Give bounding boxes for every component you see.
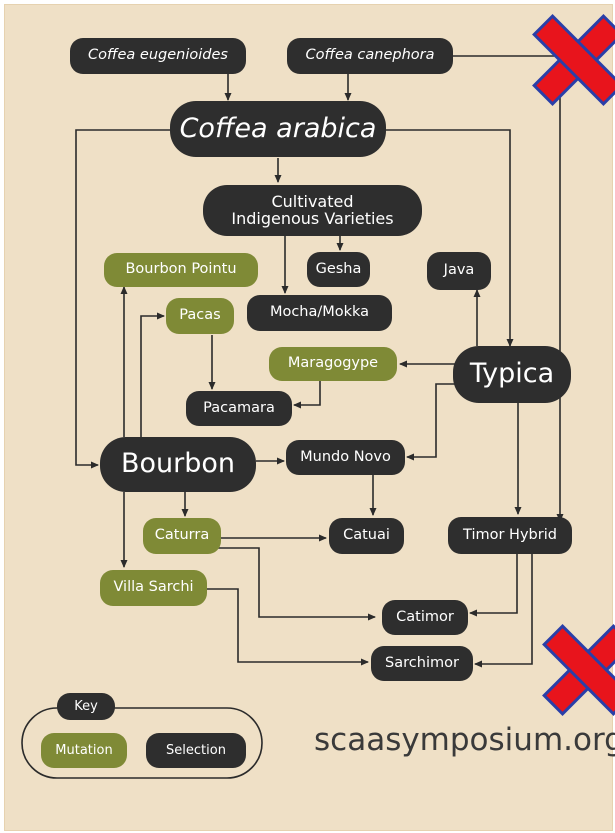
edge-typica-mundonovo xyxy=(406,383,455,461)
node-coffea-arabica: Coffea arabica xyxy=(170,101,386,157)
edge-arabica-typica xyxy=(386,129,514,347)
node-typica: Typica xyxy=(453,346,571,403)
edge-arabica-bourbon xyxy=(75,129,170,469)
node-bourbon-pointu: Bourbon Pointu xyxy=(104,253,258,287)
edge-maragogype-pacamara xyxy=(293,381,321,409)
node-pacamara: Pacamara xyxy=(186,391,292,426)
node-pacas: Pacas xyxy=(166,298,234,334)
edge-villasarchi-sarchimor xyxy=(206,588,369,666)
edge-timor-sarchimor xyxy=(474,554,533,668)
key-mutation: Mutation xyxy=(41,733,127,768)
edge-timor-catimor xyxy=(469,554,518,617)
x-mark-top xyxy=(532,14,615,106)
watermark: scaasymposium.org xyxy=(314,722,615,758)
node-catimor: Catimor xyxy=(382,600,468,635)
key-title: Key xyxy=(57,693,115,720)
node-cultivated-indigenous-varieties: Cultivated Indigenous Varieties xyxy=(203,185,422,236)
node-mocha-mokka: Mocha/Mokka xyxy=(247,295,392,331)
edge-bourbon-pacas xyxy=(140,312,165,437)
node-timor-hybrid: Timor Hybrid xyxy=(448,517,572,554)
edge-caturra-catimor xyxy=(218,547,376,621)
node-sarchimor: Sarchimor xyxy=(371,646,473,681)
node-villa-sarchi: Villa Sarchi xyxy=(100,570,207,606)
node-catuai: Catuai xyxy=(329,518,404,554)
node-mundo-novo: Mundo Novo xyxy=(286,440,405,475)
node-caturra: Caturra xyxy=(143,518,221,554)
node-coffea-eugenioides: Coffea eugenioides xyxy=(70,38,246,74)
node-maragogype: Maragogype xyxy=(269,347,397,381)
node-java: Java xyxy=(427,252,491,290)
node-bourbon: Bourbon xyxy=(100,437,256,492)
node-gesha: Gesha xyxy=(307,252,370,287)
node-coffea-canephora: Coffea canephora xyxy=(287,38,453,74)
key-selection: Selection xyxy=(146,733,246,768)
x-mark-bottom xyxy=(542,624,615,716)
key-box xyxy=(21,707,263,779)
